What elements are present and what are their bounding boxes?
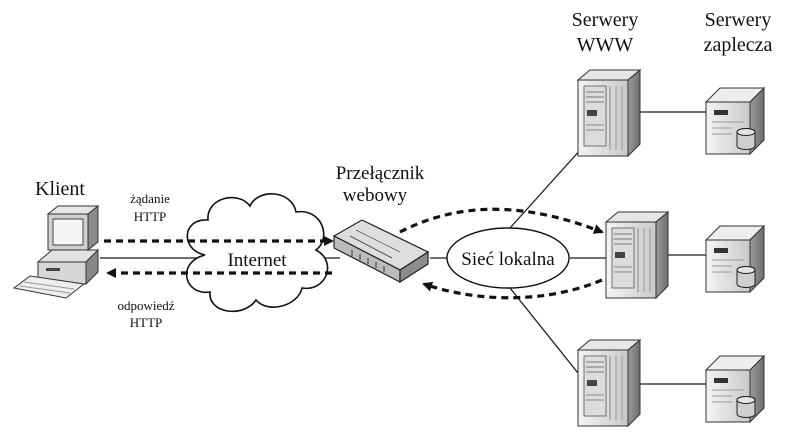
web-servers-label-line-1: Serwery	[572, 9, 639, 31]
web-server-icon	[577, 339, 641, 427]
client-computer-icon	[12, 204, 100, 299]
web-switch-icon	[332, 219, 430, 284]
lan-return-arrow	[422, 278, 603, 300]
internet-cloud-icon	[185, 193, 329, 313]
lan-web-server-3-link	[509, 287, 583, 379]
web-server-icon	[577, 69, 641, 157]
switch-label-line-1: Przełącznik	[336, 163, 425, 184]
backend-servers-label-line-1: Serwery	[705, 9, 772, 31]
local-network-label: Sieć lokalna	[461, 249, 555, 270]
backend-server-icon	[705, 87, 765, 155]
lan-web-server-1-link	[509, 147, 583, 229]
web-server-icon	[605, 211, 669, 299]
request-label-line-1: żądanie	[130, 191, 170, 206]
backend-server-icon	[705, 225, 765, 293]
web-servers-label-line-2: WWW	[577, 34, 634, 56]
local-network-node	[446, 227, 570, 289]
internet-label: Internet	[227, 250, 287, 271]
lan-forward-arrow	[399, 207, 604, 234]
switch-label-line-2: webowy	[343, 185, 408, 206]
response-label-line-1: odpowiedź	[117, 298, 174, 313]
backend-server-icon	[705, 355, 765, 423]
request-label-line-2: HTTP	[134, 209, 167, 224]
backend-servers-label-line-2: zaplecza	[704, 34, 773, 56]
client-label: Klient	[35, 178, 85, 200]
response-label-line-2: HTTP	[130, 315, 163, 330]
